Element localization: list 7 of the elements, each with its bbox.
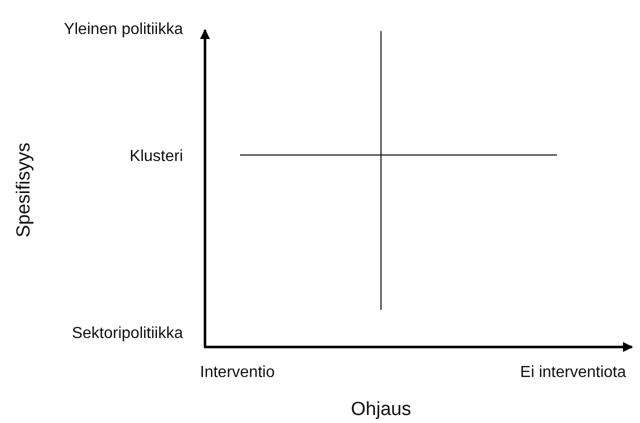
axis-label: Ohjaus [350,400,412,419]
axis-label: Ei interventiota [520,365,626,381]
axis-label: Yleinen politiikka [64,22,183,38]
axis-label: Interventio [200,365,275,381]
axis-label: Spesifisyys [14,142,34,238]
axis-label: Klusteri [130,149,183,165]
axis-label: Sektoripolitiikka [72,326,183,342]
